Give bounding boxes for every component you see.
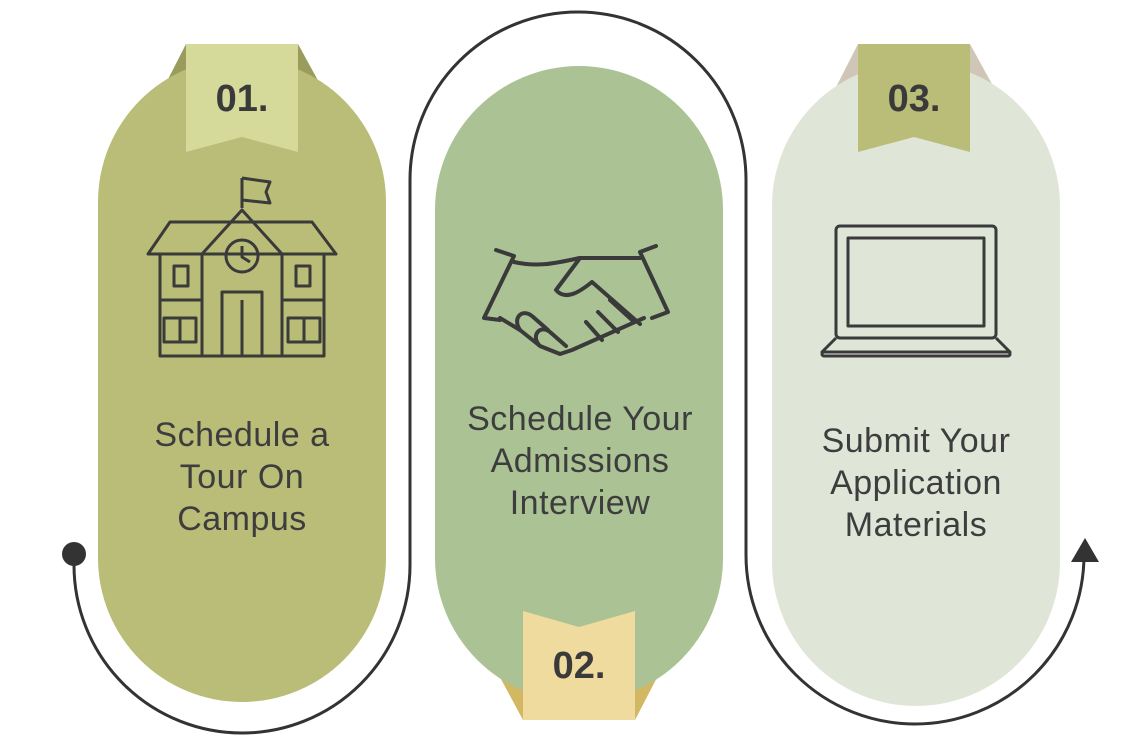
laptop-icon: [820, 224, 1012, 358]
ribbon-1: [186, 44, 298, 152]
step-1-pill: [98, 58, 386, 702]
step-2-pill: [435, 66, 723, 702]
step-1-number: 01.: [215, 78, 269, 120]
ribbon-3: [858, 44, 970, 152]
end-arrow-icon: [1071, 538, 1099, 562]
step-1-label: Schedule a Tour On Campus: [154, 416, 330, 538]
step-3-pill: [772, 62, 1060, 706]
step-3-number: 03.: [887, 78, 941, 120]
start-dot: [62, 542, 86, 566]
step-2-label: Schedule Your Admissions Interview: [467, 400, 693, 522]
step-2-number: 02.: [552, 645, 606, 687]
step-3-label: Submit Your Application Materials: [821, 422, 1011, 544]
handshake-icon: [482, 244, 670, 356]
school-building-icon: [146, 176, 338, 358]
ribbon-2: [523, 611, 635, 720]
connector-line: [72, 10, 1086, 735]
